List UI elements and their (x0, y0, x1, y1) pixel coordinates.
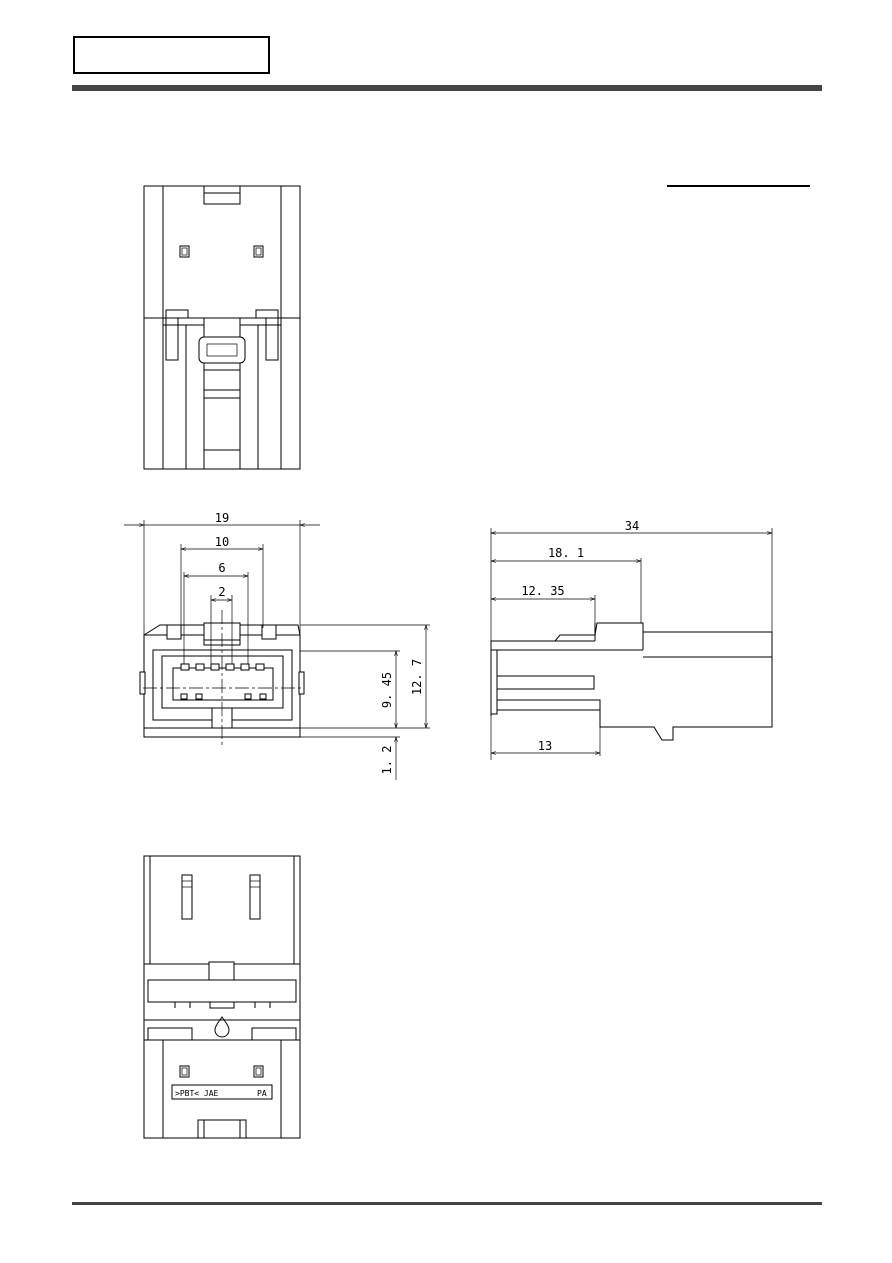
dim-label-12-7: 12. 7 (410, 659, 424, 695)
dim-label-1-2: 1. 2 (380, 746, 394, 775)
bottom-view: >PBT< JAE PA (143, 855, 301, 1139)
dim-label-18-1: 18. 1 (548, 546, 584, 560)
title-box (73, 36, 270, 74)
contact-pins (180, 663, 267, 700)
dim-label-10: 10 (215, 535, 229, 549)
dim-label-34: 34 (625, 519, 639, 533)
dim-label-12-35: 12. 35 (521, 584, 564, 598)
dim-label-6: 6 (218, 561, 225, 575)
top-view (143, 185, 301, 470)
front-view: 19 10 6 2 12. 7 9. 45 1. 2 (124, 511, 430, 780)
drop-symbol (214, 1016, 230, 1038)
header-rule (72, 85, 822, 91)
dim-label-19: 19 (215, 511, 229, 525)
dim-label-13: 13 (538, 739, 552, 753)
material-marking-right: PA (257, 1089, 267, 1098)
footer-rule (72, 1202, 822, 1205)
material-marking: >PBT< JAE (175, 1089, 219, 1098)
dim-label-2: 2 (218, 585, 225, 599)
side-view: 34 18. 1 12. 35 13 (490, 519, 773, 760)
dim-label-9-45: 9. 45 (380, 672, 394, 708)
